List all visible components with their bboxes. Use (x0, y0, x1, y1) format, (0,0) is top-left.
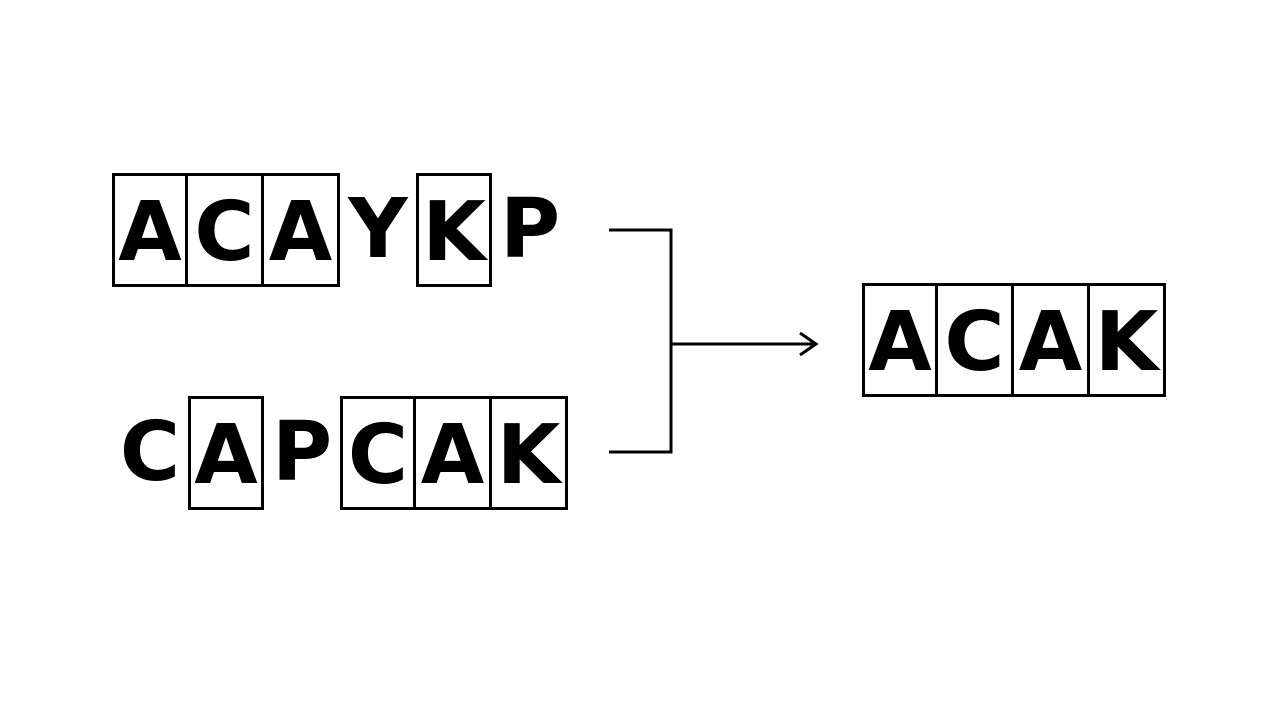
sequence-top-cell: Y (340, 173, 416, 287)
sequence-letter: A (194, 408, 258, 503)
sequence-bottom-cell: C (340, 396, 416, 510)
sequence-result-cell: K (1090, 283, 1166, 397)
sequence-bottom-cell: P (264, 396, 340, 510)
sequence-letter: C (194, 185, 255, 280)
sequence-bottom-cell: K (492, 396, 568, 510)
sequence-top-cell: C (188, 173, 264, 287)
sequence-letter: Y (348, 182, 408, 277)
arrow-head-icon (799, 331, 819, 357)
sequence-bottom: C A P C A K (112, 396, 568, 510)
sequence-top-cell: A (112, 173, 188, 287)
sequence-bottom-cell: A (188, 396, 264, 510)
sequence-letter: C (119, 405, 181, 500)
sequence-letter: C (347, 408, 409, 503)
sequence-letter: A (1018, 295, 1083, 390)
sequence-bottom-cell: C (112, 396, 188, 510)
sequence-letter: A (420, 408, 485, 503)
sequence-letter: K (422, 185, 486, 280)
sequence-letter: P (271, 405, 333, 500)
sequence-letter: K (496, 408, 561, 503)
sequence-top-cell: A (264, 173, 340, 287)
bracket-line (609, 228, 673, 454)
sequence-top-cell: K (416, 173, 492, 287)
sequence-letter: K (1094, 295, 1159, 390)
sequence-letter: A (868, 295, 932, 390)
sequence-bottom-cell: A (416, 396, 492, 510)
sequence-result-cell: A (1014, 283, 1090, 397)
sequence-letter: C (944, 295, 1005, 390)
sequence-top: A C A Y K P (112, 173, 568, 287)
sequence-letter: A (268, 185, 333, 280)
sequence-top-cell: P (492, 173, 568, 287)
sequence-letter: P (499, 182, 561, 277)
sequence-letter: A (118, 185, 182, 280)
sequence-result: A C A K (862, 283, 1166, 397)
sequence-result-cell: C (938, 283, 1014, 397)
sequence-result-cell: A (862, 283, 938, 397)
